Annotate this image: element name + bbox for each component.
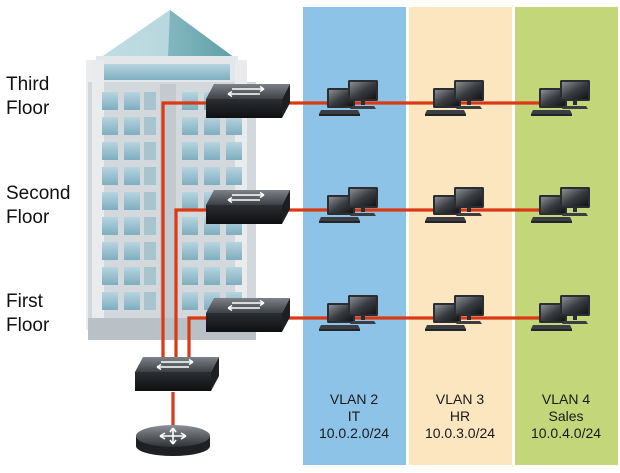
floor-label-line: First <box>6 291 43 312</box>
trunk-link <box>187 316 207 362</box>
vlan-subnet: 10.0.4.0/24 <box>530 425 602 441</box>
floor-label-first: First Floor <box>6 290 49 338</box>
vlan-3-caption: VLAN 3 HR 10.0.3.0/24 <box>410 391 510 442</box>
floor-label-third: Third Floor <box>6 73 49 121</box>
router-icon <box>136 425 210 456</box>
vlan-department: HR <box>449 408 471 424</box>
trunk-link <box>174 208 207 362</box>
vlan-department: IT <box>347 408 361 424</box>
floor-label-line: Floor <box>6 98 50 119</box>
vlan-department: Sales <box>548 408 584 424</box>
floor-label-line: Second <box>6 183 71 204</box>
core-switch-icon <box>134 356 220 392</box>
floor-label-line: Third <box>6 74 50 95</box>
floor-label-line: Floor <box>6 315 50 336</box>
floor-switch-icon <box>205 297 291 333</box>
floor-switch-icon <box>205 189 291 225</box>
vlan-subnet: 10.0.3.0/24 <box>424 425 496 441</box>
floor-label-second: Second Floor <box>6 182 70 230</box>
vlan-2-caption: VLAN 2 IT 10.0.2.0/24 <box>304 391 404 442</box>
vlan-name: VLAN 2 <box>329 391 379 407</box>
vlan-name: VLAN 4 <box>541 391 591 407</box>
vlan-subnet: 10.0.2.0/24 <box>318 425 390 441</box>
trunk-link <box>161 101 207 362</box>
floor-switch-icon <box>205 83 291 119</box>
floor-label-line: Floor <box>6 207 50 228</box>
office-building-icon <box>86 10 256 340</box>
vlan-name: VLAN 3 <box>435 391 485 407</box>
vlan-4-caption: VLAN 4 Sales 10.0.4.0/24 <box>516 391 616 442</box>
